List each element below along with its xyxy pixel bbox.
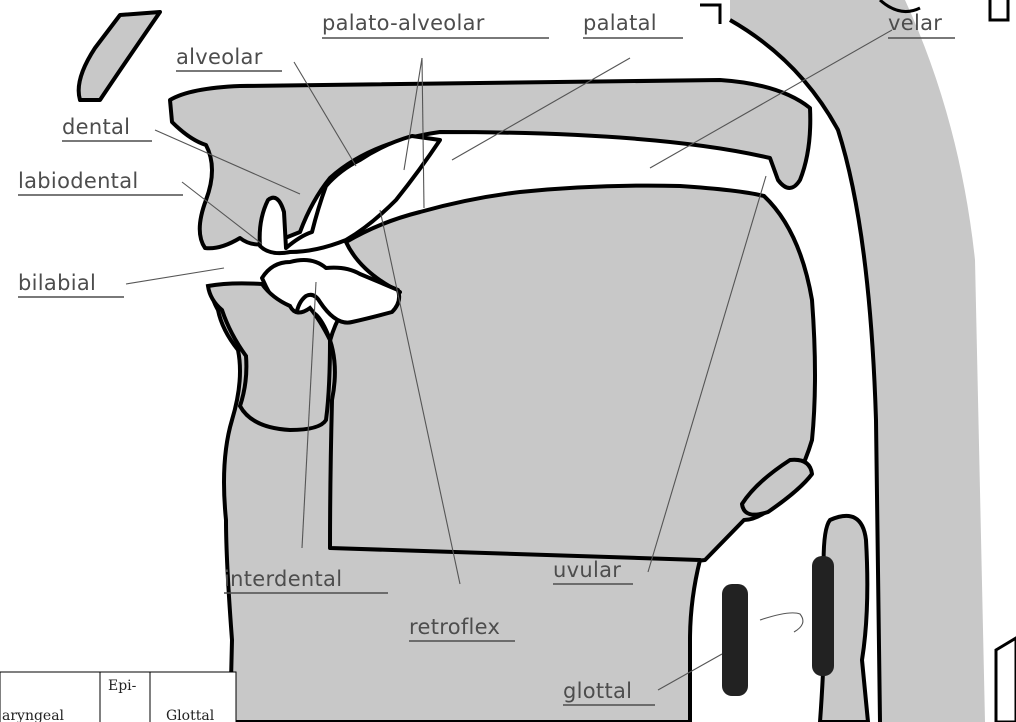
label-alveolar: alveolar	[176, 45, 263, 69]
label-dental: dental	[62, 115, 130, 139]
vocal-fold-left	[722, 584, 748, 696]
table-col-glottal: Glottal	[166, 708, 215, 722]
label-palato-alveolar: palato-alveolar	[322, 11, 485, 35]
label-interdental: interdental	[224, 567, 342, 591]
label-retroflex: retroflex	[409, 615, 500, 639]
vocal-fold-right	[812, 556, 834, 676]
tongue	[318, 186, 815, 570]
label-glottal: glottal	[563, 679, 632, 703]
label-labiodental: labiodental	[18, 169, 139, 193]
label-bilabial: bilabial	[18, 271, 96, 295]
nasal-fragment	[79, 12, 160, 100]
table-col-epi: Epi-	[108, 678, 137, 694]
label-velar: velar	[888, 11, 942, 35]
label-uvular: uvular	[553, 558, 621, 582]
label-palatal: palatal	[583, 11, 657, 35]
table-col-pharyngeal: aryngeal	[2, 708, 65, 722]
corner-fragment-bottom	[996, 638, 1016, 722]
table-fragment: aryngeal Epi- Glottal	[0, 672, 236, 722]
